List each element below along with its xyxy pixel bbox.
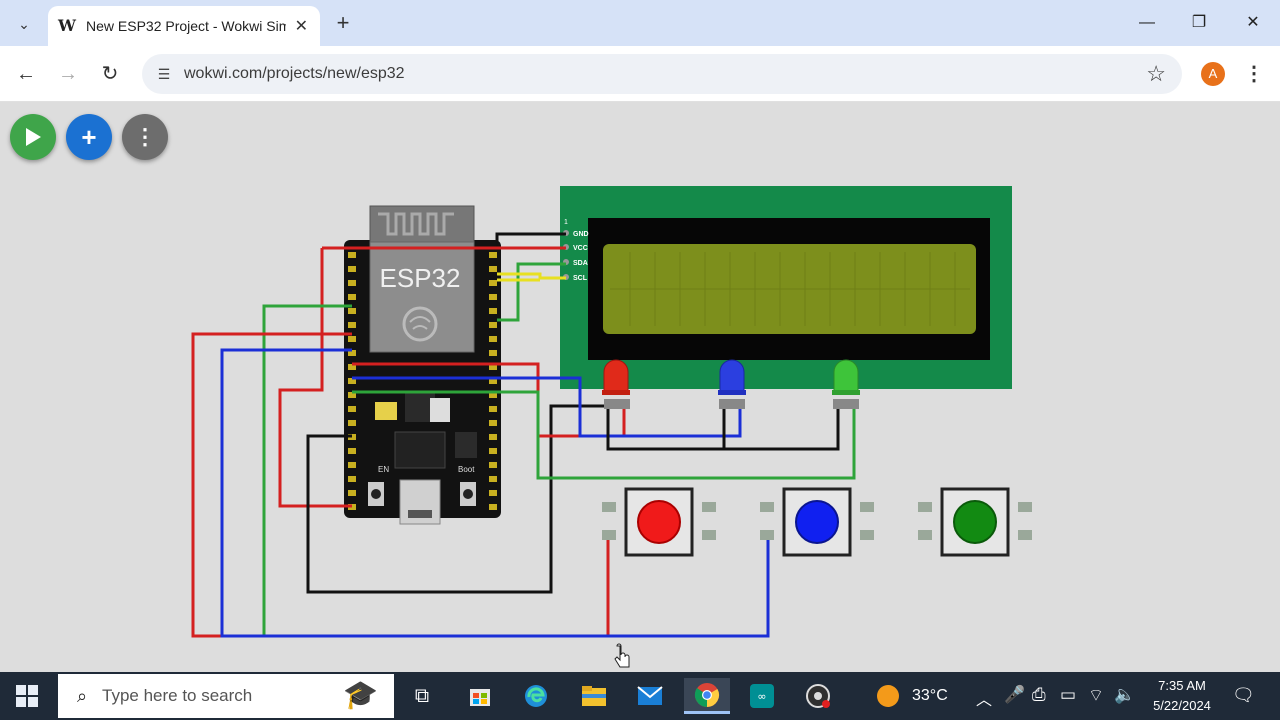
browser-menu-icon[interactable]: ⋮ [1244, 63, 1264, 85]
windows-taskbar: ⌕ Type here to search 🎓 ⧉ ∞ 33°C ︿ 🎤 ⎙ ▭… [0, 672, 1280, 720]
file-explorer-icon[interactable] [574, 678, 614, 714]
obs-recorder-icon[interactable] [798, 678, 838, 714]
clock-date: 5/22/2024 [1153, 698, 1211, 713]
arduino-ide-icon[interactable]: ∞ [742, 678, 782, 714]
pushbutton-blue[interactable] [760, 487, 874, 557]
simulation-canvas[interactable]: + ⋮ ESP32 EN Boot [0, 102, 1280, 672]
play-icon [26, 128, 41, 146]
taskbar-search-box[interactable]: ⌕ Type here to search 🎓 [58, 674, 394, 718]
weather-sun-icon[interactable] [870, 678, 906, 714]
tab-strip: ⌄ W New ESP32 Project - Wokwi Sim ✕ + — … [0, 0, 1280, 46]
temperature-text[interactable]: 33°C [912, 687, 948, 704]
address-bar[interactable]: ☰ wokwi.com/projects/new/esp32 ☆ [142, 54, 1182, 94]
lcd-pin-gnd: GND [573, 231, 589, 238]
led-blue[interactable] [718, 359, 746, 409]
search-placeholder: Type here to search [102, 686, 253, 705]
lcd-pin-vcc: VCC [573, 245, 588, 252]
forward-button[interactable]: → [58, 63, 78, 85]
browser-toolbar: ← → ↻ ☰ wokwi.com/projects/new/esp32 ☆ A… [0, 46, 1280, 102]
show-hidden-icons-chevron-icon[interactable]: ︿ [976, 692, 993, 709]
microsoft-store-icon[interactable] [460, 678, 500, 714]
search-icon: ⌕ [76, 685, 88, 706]
mail-icon[interactable] [630, 678, 670, 714]
circuit-diagram: ESP32 EN Boot [191, 186, 1032, 668]
tab-close-icon[interactable]: ✕ [294, 18, 308, 35]
back-button[interactable]: ← [16, 63, 36, 85]
pushbutton-green[interactable] [918, 487, 1032, 557]
notification-center-icon[interactable]: 🗨 [1232, 685, 1255, 705]
bookmark-star-icon[interactable]: ☆ [1146, 61, 1166, 86]
tab-active[interactable]: W New ESP32 Project - Wokwi Sim ✕ [48, 6, 320, 46]
tab-search-chevron-icon[interactable]: ⌄ [18, 15, 30, 32]
en-button-label: EN [378, 465, 389, 474]
device-icon[interactable]: ⎙ [1032, 685, 1046, 704]
lcd-pin-sda: SDA [573, 260, 588, 267]
windows-start-icon[interactable] [16, 685, 38, 707]
wokwi-favicon-icon: W [58, 16, 76, 35]
led-green[interactable] [832, 359, 860, 409]
task-view-icon[interactable]: ⧉ [414, 684, 430, 707]
wifi-icon[interactable]: ⌔ [1088, 686, 1104, 705]
volume-icon[interactable]: 🔈 [1114, 685, 1136, 704]
system-clock[interactable]: 7:35 AM 5/22/2024 [1140, 676, 1224, 716]
tab-title: New ESP32 Project - Wokwi Sim [86, 18, 286, 34]
minimize-button[interactable]: — [1139, 14, 1155, 31]
lcd-display[interactable]: 1 GND VCC SDA SCL [560, 186, 1012, 389]
battery-icon[interactable]: ▭ [1060, 685, 1077, 704]
wires [191, 232, 856, 638]
boot-button-label: Boot [458, 465, 475, 474]
esp32-label: ESP32 [380, 263, 461, 293]
url-text[interactable]: wokwi.com/projects/new/esp32 [184, 65, 405, 82]
profile-avatar[interactable]: A [1201, 62, 1225, 86]
more-options-button[interactable]: ⋮ [122, 114, 168, 160]
lcd-pin-scl: SCL [573, 275, 588, 282]
hand-cursor-icon [614, 643, 630, 668]
pushbutton-red[interactable] [602, 487, 716, 557]
clock-time: 7:35 AM [1158, 678, 1206, 693]
close-window-button[interactable]: ✕ [1246, 14, 1260, 31]
edge-browser-icon[interactable] [516, 678, 556, 714]
start-simulation-button[interactable] [10, 114, 56, 160]
new-tab-button[interactable]: + [336, 10, 350, 35]
restore-button[interactable]: ❐ [1191, 14, 1207, 31]
graduation-cap-icon: 🎓 [343, 679, 378, 710]
microphone-icon[interactable]: 🎤 [1004, 685, 1026, 704]
svg-text:∞: ∞ [757, 690, 766, 703]
add-part-button[interactable]: + [66, 114, 112, 160]
led-red[interactable] [602, 359, 630, 409]
lcd-pin1-marker: 1 [564, 219, 568, 226]
reload-button[interactable]: ↻ [101, 63, 119, 85]
chrome-icon[interactable] [684, 678, 730, 714]
site-info-icon[interactable]: ☰ [157, 66, 171, 82]
